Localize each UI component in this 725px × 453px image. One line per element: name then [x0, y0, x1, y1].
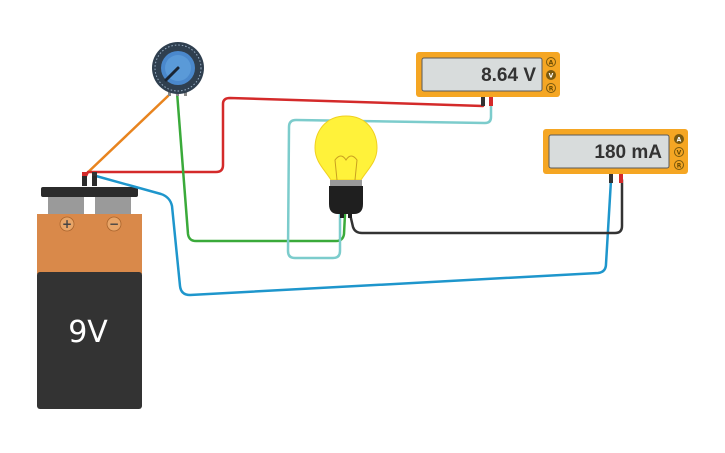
bulb-pin-left — [340, 210, 344, 218]
ammeter-mode-v-label: V — [677, 150, 682, 157]
ammeter-mode-buttons: A V R — [674, 134, 684, 170]
minus-sign-badge — [106, 216, 122, 232]
voltmeter-probe-negative[interactable] — [481, 97, 485, 106]
wire-teal[interactable] — [286, 104, 493, 260]
voltmeter-probe-positive[interactable] — [489, 97, 493, 106]
bulb-socket — [329, 186, 363, 214]
minus-sign: − — [109, 217, 119, 231]
ammeter-mode-a-label: A — [677, 137, 682, 144]
ammeter[interactable]: 180 mA A V R — [543, 129, 688, 183]
voltmeter-display — [421, 57, 543, 92]
pot-indicator — [164, 66, 180, 82]
battery-label: 9V — [68, 315, 108, 350]
battery-lead-negative — [92, 174, 97, 186]
voltmeter-mode-r-button[interactable] — [546, 83, 556, 93]
ammeter-mode-v-button[interactable] — [674, 147, 684, 157]
voltmeter-mode-v-button[interactable] — [546, 70, 556, 80]
wire-red[interactable] — [84, 96, 485, 178]
ammeter-mode-r-label: R — [677, 163, 682, 170]
battery-lead-positive — [82, 174, 87, 186]
light-bulb[interactable] — [314, 115, 378, 218]
battery-negative-terminal[interactable] — [95, 197, 131, 215]
battery-connector-bar — [41, 187, 138, 197]
ammeter-mode-a-button[interactable] — [674, 134, 684, 144]
ammeter-probe-negative[interactable] — [609, 174, 613, 183]
potentiometer[interactable] — [152, 42, 204, 96]
ammeter-reading: 180 mA — [594, 142, 662, 163]
bulb-glass — [314, 115, 378, 181]
voltmeter-mode-a-label: A — [549, 60, 554, 67]
bulb-filament — [334, 155, 358, 181]
battery-lead-negative-tip — [92, 172, 97, 176]
battery-9v[interactable]: + − 9V — [37, 187, 142, 409]
voltmeter[interactable]: 8.64 V A V R — [416, 52, 560, 106]
wire-blue[interactable] — [94, 174, 613, 297]
ammeter-display — [548, 134, 670, 169]
voltmeter-reading: 8.64 V — [481, 65, 536, 86]
plus-sign: + — [62, 217, 72, 231]
voltmeter-mode-a-button[interactable] — [546, 57, 556, 67]
plus-sign-badge — [59, 216, 75, 232]
wire-green[interactable] — [175, 90, 347, 243]
wire-black[interactable] — [348, 178, 624, 235]
ammeter-mode-r-button[interactable] — [674, 160, 684, 170]
battery-lead-positive-tip — [82, 172, 87, 176]
voltmeter-mode-v-label: V — [549, 73, 554, 80]
voltmeter-mode-buttons: A V R — [546, 57, 556, 93]
battery-body-top — [37, 214, 142, 274]
wire-orange[interactable] — [82, 94, 170, 178]
voltmeter-mode-r-label: R — [549, 86, 554, 93]
battery-body-bottom — [37, 272, 142, 409]
bulb-collar — [330, 180, 362, 186]
bulb-pin-right — [348, 210, 352, 218]
ammeter-probe-positive[interactable] — [619, 174, 623, 183]
battery-positive-terminal[interactable] — [48, 197, 84, 215]
pot-dial-ring — [154, 44, 202, 92]
